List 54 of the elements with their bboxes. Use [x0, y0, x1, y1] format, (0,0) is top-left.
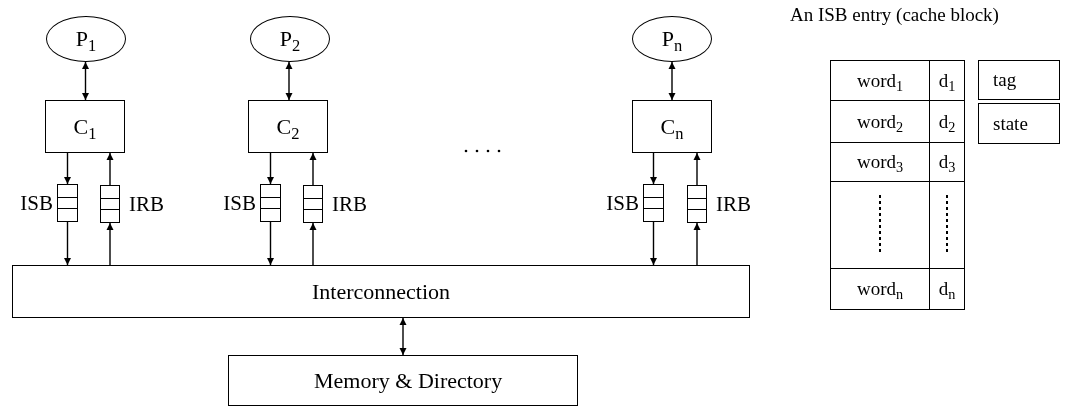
component-box	[632, 100, 712, 153]
buffer-box	[687, 185, 707, 223]
node-label: P$_{n}$	[661, 26, 683, 52]
table-cell: d$_{2}$	[929, 101, 964, 142]
buffer-label: IRB	[716, 192, 751, 217]
arrow	[106, 152, 114, 186]
buffer-label: ISB	[223, 191, 256, 216]
table-cell-text: word$_{3}$	[855, 150, 905, 178]
arrow	[64, 152, 71, 185]
component-box	[45, 100, 125, 153]
node-label: P$_{1}$	[75, 26, 97, 52]
arrow	[650, 221, 657, 266]
component-box	[248, 100, 328, 153]
field-box	[978, 103, 1060, 144]
arrow	[693, 222, 701, 266]
arrow	[668, 61, 676, 101]
component-box	[228, 355, 578, 406]
arrow	[267, 221, 274, 266]
table-cell-text: word$_{n}$	[855, 277, 905, 305]
arrow	[650, 152, 657, 185]
arrow	[267, 152, 274, 185]
node-label: P$_{2}$	[279, 26, 301, 52]
component-box	[12, 265, 750, 318]
table-cell: d$_{n}$	[929, 269, 964, 309]
arrow	[309, 222, 317, 266]
node-label: state	[993, 112, 1028, 135]
arrow	[82, 61, 89, 101]
table-cell-text: word$_{1}$	[855, 68, 905, 96]
node-label: C$_{1}$	[73, 113, 97, 140]
table-cell: d$_{3}$	[929, 143, 964, 181]
arrow	[64, 221, 71, 266]
node-label: Memory & Directory	[314, 367, 503, 394]
arrow	[285, 61, 293, 101]
node-label: C$_{2}$	[276, 113, 300, 140]
field-box	[978, 60, 1060, 100]
buffer-box	[100, 185, 120, 223]
buffer-label: ISB	[20, 191, 53, 216]
arrow	[106, 222, 114, 266]
table-cell-text: word$_{2}$	[855, 109, 905, 137]
table-title: An ISB entry (cache block)	[790, 4, 999, 26]
buffer-box	[260, 184, 281, 222]
table-cell: d$_{1}$	[929, 61, 964, 100]
buffer-box	[303, 185, 323, 223]
node-label: Interconnection	[311, 278, 451, 305]
buffer-label: IRB	[332, 192, 367, 217]
buffer-label: IRB	[129, 192, 164, 217]
buffer-box	[57, 184, 78, 222]
arrow	[693, 152, 701, 186]
node-label: tag	[993, 69, 1017, 91]
buffer-box	[643, 184, 664, 222]
arrow	[399, 317, 407, 356]
arrow	[309, 152, 317, 186]
node-label: C$_{n}$	[660, 113, 684, 140]
buffer-label: ISB	[606, 191, 639, 216]
